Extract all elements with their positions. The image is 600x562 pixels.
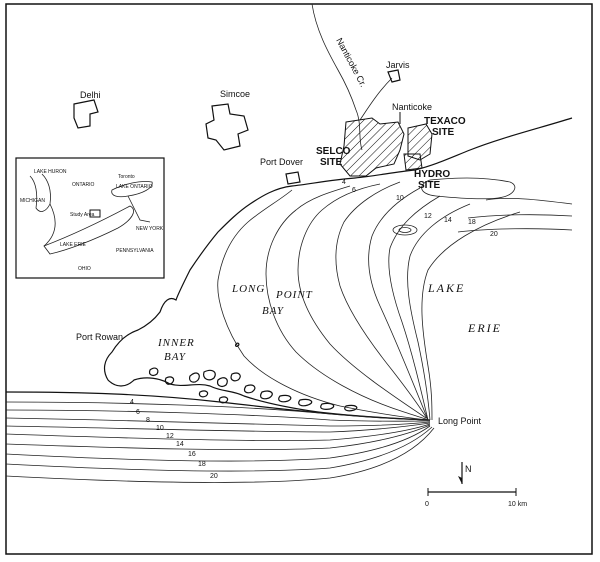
inset-lake-ontario [111, 181, 153, 198]
road-to-jarvis [359, 77, 393, 121]
depth-south-3: 10 [156, 425, 164, 432]
inset-label-1: ONTARIO [72, 182, 95, 188]
map-frame [5, 3, 593, 555]
north-arrow: N [458, 462, 472, 484]
inset-label-2: Toronto [118, 174, 135, 180]
inset-label-4: MICHIGAN [20, 198, 45, 204]
delhi-outline [73, 99, 99, 129]
inset-study-area-box [89, 209, 101, 218]
label-jarvis: Jarvis [386, 60, 410, 70]
label-simcoe: Simcoe [220, 89, 250, 99]
label-nanticoke-creek: Nanticoke Cr. [334, 36, 368, 88]
label-long-point-bay-2: POINT [275, 289, 313, 301]
depth-south-2: 8 [146, 417, 150, 424]
depth-south-6: 16 [188, 451, 196, 458]
hydro-site-area [403, 153, 423, 171]
depth-east-0: 4 [342, 179, 346, 186]
label-selco-site-2: SITE [320, 157, 343, 168]
inset-lake-erie [43, 205, 134, 255]
inset-label-6: NEW YORK [136, 226, 164, 232]
label-delhi: Delhi [80, 90, 101, 100]
depth-east-6: 20 [490, 231, 498, 238]
inset-locator-map: LAKE HURON ONTARIO Toronto LAKE ONTARIO … [15, 157, 165, 279]
depth-east-5: 18 [468, 219, 476, 226]
label-lake: LAKE [427, 281, 465, 295]
label-long-point-bay-3: BAY [262, 305, 285, 317]
label-hydro-site-1: HYDRO [414, 169, 450, 180]
inset-label-7: LAKE ERIE [60, 242, 87, 248]
depth-east-3: 12 [424, 213, 432, 220]
label-texaco-site-2: SITE [432, 127, 455, 138]
label-hydro-site-2: SITE [418, 180, 441, 191]
label-inner-bay-2: BAY [164, 351, 187, 363]
inset-label-5: Study Area [70, 212, 95, 218]
depth-east-1: 6 [352, 187, 356, 194]
depth-contours-south [5, 401, 435, 483]
inset-frame [15, 157, 165, 279]
north-shoreline [103, 117, 573, 421]
depth-south-8: 20 [210, 473, 218, 480]
inner-bay-marsh-islands [148, 342, 358, 412]
depth-south-4: 12 [166, 433, 174, 440]
depth-south-1: 6 [136, 409, 140, 416]
scale-start: 0 [425, 501, 429, 508]
inset-label-9: OHIO [78, 266, 91, 272]
inset-label-3: LAKE ONTARIO [116, 184, 153, 190]
label-selco-site-1: SELCO [316, 146, 351, 157]
port-dover-outline [285, 171, 301, 185]
label-port-dover: Port Dover [260, 157, 303, 167]
depth-east-2: 10 [396, 195, 404, 202]
label-long-point-bay-1: LONG [231, 283, 265, 295]
scale-end: 10 km [508, 501, 527, 508]
inset-lake-huron [29, 173, 51, 212]
inset-label-0: LAKE HURON [34, 169, 67, 175]
label-inner-bay-1: INNER [157, 337, 195, 349]
inset-border [43, 195, 151, 247]
label-texaco-site-1: TEXACO [424, 116, 466, 127]
simcoe-outline [205, 103, 249, 151]
depth-south-5: 14 [176, 441, 184, 448]
north-arrow-label: N [465, 464, 472, 474]
label-port-rowan: Port Rowan [76, 332, 123, 342]
depth-east-4: 14 [444, 217, 452, 224]
label-nanticoke: Nanticoke [392, 102, 432, 112]
jarvis-outline [387, 69, 401, 83]
depth-south-0: 4 [130, 399, 134, 406]
depth-contours-bay [217, 177, 573, 421]
label-long-point: Long Point [438, 416, 482, 426]
depth-south-7: 18 [198, 461, 206, 468]
inset-label-8: PENNSYLVANIA [116, 248, 154, 254]
selco-site-area [339, 117, 405, 177]
label-erie: ERIE [467, 321, 502, 335]
scale-bar: 0 10 km [425, 488, 527, 508]
